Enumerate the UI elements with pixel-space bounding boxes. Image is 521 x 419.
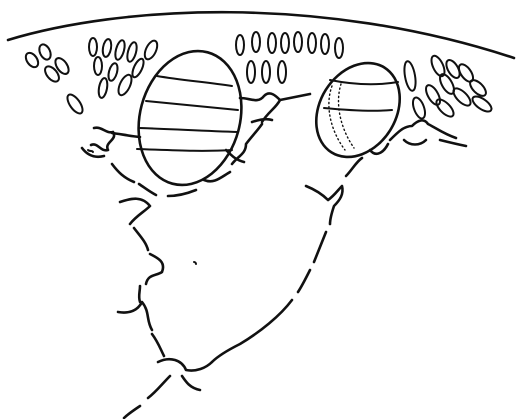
small-cell (411, 96, 428, 120)
dotted-segment (339, 84, 354, 148)
oval-band-line (146, 101, 238, 110)
stray-mark (194, 262, 196, 264)
small-cell (308, 33, 316, 53)
small-cell (467, 77, 488, 98)
stray-mark (88, 150, 93, 152)
small-cell (107, 62, 119, 81)
small-cell (236, 35, 244, 55)
junction-piece (112, 133, 140, 137)
branch-node (139, 184, 156, 195)
branch-node (91, 128, 114, 151)
left-cell-cluster (23, 38, 159, 116)
small-cell (37, 43, 53, 62)
branch-node (306, 186, 343, 224)
small-cell (294, 32, 302, 52)
branch-node (118, 302, 152, 330)
small-cell (94, 57, 102, 75)
middle-cell-cluster (236, 32, 343, 83)
oval-band-line (157, 76, 232, 86)
small-cell (402, 60, 417, 91)
small-cell (97, 77, 108, 98)
small-cell (23, 51, 40, 70)
branch-node (148, 376, 170, 398)
junction-piece (168, 190, 196, 196)
small-cell (278, 61, 286, 83)
branch-node (298, 270, 310, 292)
stray-marks (88, 150, 196, 264)
branch-node (346, 158, 362, 176)
junction-piece (280, 94, 310, 100)
branch-node (139, 286, 140, 302)
branch-node (404, 140, 426, 145)
small-cell (101, 38, 112, 57)
oval-band-line (330, 80, 398, 84)
small-cell (142, 39, 160, 61)
branch-node (212, 300, 292, 362)
branch-node (146, 254, 163, 284)
small-cell (89, 38, 97, 56)
branch-node (158, 359, 212, 370)
junction-piece (240, 93, 280, 122)
small-cell (423, 83, 443, 107)
branch-node (390, 120, 456, 140)
small-cell (321, 34, 329, 54)
small-cell (262, 61, 270, 83)
small-cell (114, 39, 127, 60)
branch-node (120, 199, 150, 224)
small-cell (252, 32, 260, 52)
branch-node (440, 140, 466, 146)
branch-node (182, 376, 200, 390)
small-cell (65, 92, 86, 116)
small-cell (126, 41, 139, 62)
dotted-segment (329, 86, 345, 150)
oval-band-line (324, 108, 392, 111)
branch-node (134, 228, 148, 250)
oval-band-line (139, 128, 238, 132)
left-branch-network (82, 128, 212, 418)
small-cell (335, 38, 343, 58)
branch-node (112, 164, 134, 182)
branch-node (314, 232, 326, 262)
small-cell (247, 61, 255, 83)
branch-node (124, 406, 140, 418)
right-cell-cluster (402, 54, 493, 120)
small-cell (116, 73, 134, 97)
small-cell (281, 33, 289, 53)
outer-surface-curve (8, 12, 514, 58)
small-cell (268, 33, 276, 53)
small-cell (42, 64, 61, 84)
branch-node (152, 334, 164, 356)
oval-band-line (137, 149, 232, 151)
small-cell (434, 97, 457, 120)
small-cell (451, 86, 474, 109)
small-cell (53, 56, 72, 76)
right-oval (299, 47, 416, 172)
